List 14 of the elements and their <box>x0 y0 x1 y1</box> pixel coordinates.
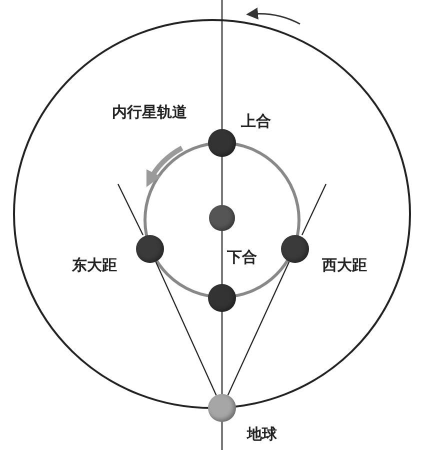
sight-line <box>155 262 217 396</box>
planet-circle <box>208 129 236 157</box>
sun-circle <box>209 205 235 231</box>
position-label: 地球 <box>247 427 277 442</box>
position-label: 西大距 <box>322 258 367 273</box>
planet-circle <box>136 235 164 263</box>
planet-circle <box>281 235 309 263</box>
sight-line <box>227 261 290 396</box>
position-label: 东大距 <box>72 258 117 273</box>
planet-circle <box>208 284 236 312</box>
earth-circle <box>208 394 236 422</box>
orbit-label: 内行星轨道 <box>112 105 187 120</box>
position-label: 上合 <box>241 114 271 129</box>
position-label: 下合 <box>227 250 257 265</box>
